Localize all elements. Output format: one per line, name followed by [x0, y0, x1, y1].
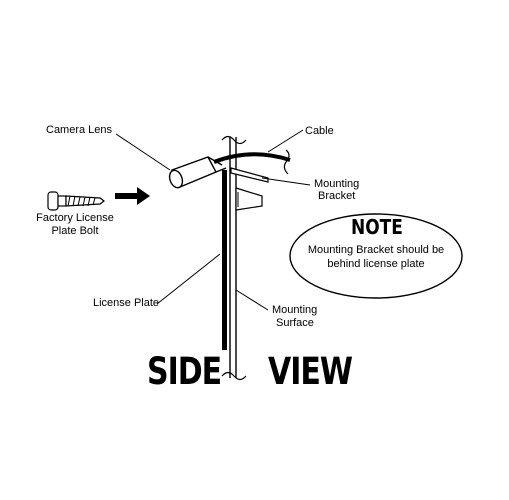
- license-plate-label: License Plate: [93, 297, 160, 309]
- mounting-bracket-label-line1: Mounting: [314, 178, 360, 190]
- license-plate-bolt: [47, 191, 105, 211]
- camera-lens-label: Camera Lens: [46, 124, 113, 136]
- caption-side: SIDE: [147, 350, 222, 394]
- note-bubble: [289, 213, 463, 299]
- mounting-surface-label-line2: Surface: [276, 317, 314, 329]
- direction-arrow: [115, 187, 150, 205]
- mounting-bracket: [230, 167, 269, 211]
- note-text-line1: Mounting Bracket should be: [307, 244, 445, 256]
- camera: [168, 156, 227, 189]
- mounting-bracket-label-line2: Bracket: [318, 190, 356, 202]
- leader-lines: [115, 129, 311, 311]
- license-plate: [222, 170, 227, 350]
- caption-view: VIEW: [268, 350, 353, 394]
- mounting-surface: [221, 135, 247, 381]
- cable: [213, 149, 291, 175]
- note-text-line2: behind license plate: [327, 258, 425, 270]
- note-title: NOTE: [351, 216, 403, 240]
- factory-bolt-label-line1: Factory License: [36, 212, 114, 224]
- factory-bolt-label-line2: Plate Bolt: [51, 225, 99, 237]
- mounting-surface-label-line1: Mounting: [272, 304, 318, 316]
- cable-label: Cable: [305, 125, 334, 137]
